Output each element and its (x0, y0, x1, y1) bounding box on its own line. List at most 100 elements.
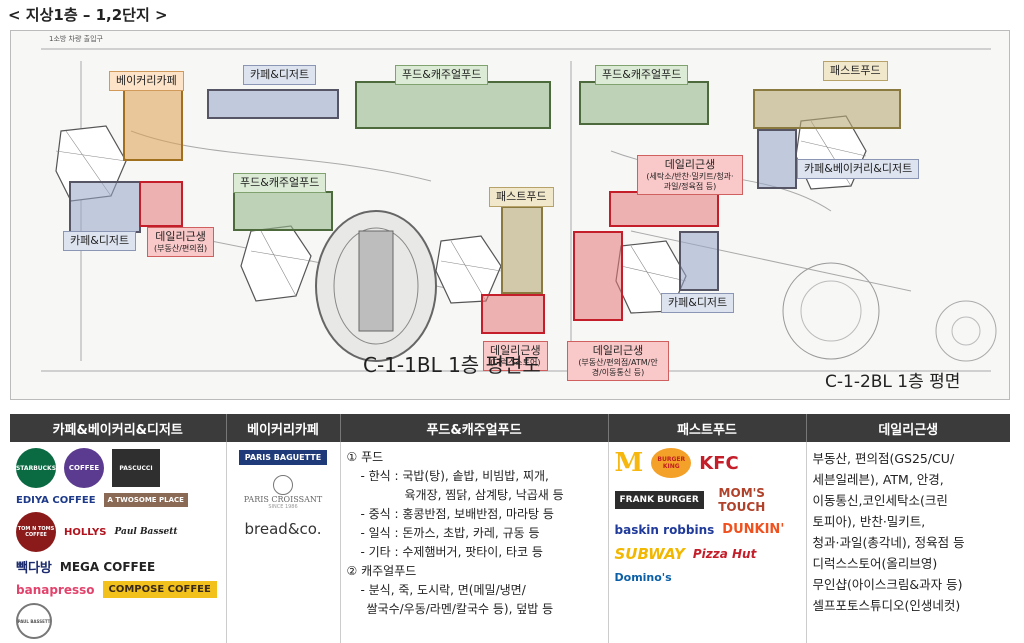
label-food-court-1: 푸드&캐주얼푸드 (395, 65, 489, 85)
legend-food-cell: ① 푸드 - 한식 : 국밥(탕), 솥밥, 비빔밥, 찌개, 육개장, 찜닭,… (340, 442, 609, 643)
daily-right-top-title: 데일리근생 (664, 158, 716, 171)
zone-fast-food-center (501, 206, 543, 294)
frank-burger-logo: FRANK BURGER (614, 491, 704, 509)
zone-cafe-dessert-top (207, 89, 339, 119)
label-fast-food-center: 패스트푸드 (489, 187, 554, 207)
pc-mark-icon (273, 475, 293, 495)
subway-logo: SUBWAY (614, 545, 685, 563)
tomntoms-logo: TOM N TOMS COFFEE (16, 512, 56, 552)
burger-king-logo: BURGER KING (651, 448, 692, 478)
baskin-robbins-logo: baskin robbins (614, 522, 715, 537)
daily-right-top-sub: (세탁소/반찬·밀키트/청과·과일/정육점 등) (646, 172, 734, 191)
hollys-logo: HOLLYS (64, 526, 107, 538)
daily-left-sub: (부동산/편의점) (154, 244, 208, 253)
daily-center-title: 데일리근생 (490, 344, 541, 357)
label-cafe-dessert-left: 카페&디저트 (63, 231, 137, 251)
legend-table: 카페&베이커리&디저트 베이커리카페 푸드&캐주얼푸드 패스트푸드 데일리근생 … (10, 414, 1010, 643)
legend-header-daily: 데일리근생 (806, 414, 1010, 442)
paul-bassett-script-logo: Paul Bassett (114, 527, 178, 537)
legend-header-food: 푸드&캐주얼푸드 (340, 414, 609, 442)
label-bakery-cafe: 베이커리카페 (109, 71, 184, 91)
label-cafe-bakery-dessert: 카페&베이커리&디저트 (797, 159, 920, 179)
zone-bakery-cafe (123, 89, 183, 161)
food-line-5: - 일식 : 돈까스, 초밥, 카레, 규동 등 (360, 526, 540, 540)
daily-line-7: 무인샵(아이스크림&과자 등) (812, 577, 963, 592)
bread-and-co-logo: bread&co. (244, 520, 322, 538)
pizza-hut-logo: Pizza Hut (692, 547, 757, 561)
zone-fast-food-right (753, 89, 901, 129)
compose-coffee-logo: COMPOSE COFFEE (102, 581, 217, 598)
daily-line-3: 이동통신,코인세탁소(크린 (812, 493, 948, 508)
label-daily-right-bottom: 데일리근생 (부동산/편의점/ATM/안경/이동통신 등) (567, 341, 669, 381)
banapresso-logo: banapresso (16, 582, 95, 597)
label-food-court-3: 푸드&캐주얼푸드 (233, 173, 327, 193)
food-line-9: 쌀국수/우동/라멘/칼국수 등), 덮밥 등 (366, 602, 554, 616)
daily-line-2: 세븐일레븐), ATM, 안경, (812, 472, 944, 487)
paris-croissant-since: SINCE 1986 (268, 504, 298, 510)
food-line-8: - 분식, 죽, 도시락, 면(메밀/냉면/ (360, 583, 526, 597)
food-line-1: ① 푸드 (346, 450, 384, 464)
dominos-logo: Domino's (614, 571, 672, 584)
ediya-logo: EDIYA COFFEE (16, 494, 96, 506)
legend-header-bakery: 베이커리카페 (226, 414, 341, 442)
food-line-4: - 중식 : 홍콩반점, 보배반점, 마라탕 등 (360, 507, 554, 521)
paris-croissant-logo: PARIS CROISSANT SINCE 1986 (244, 475, 322, 510)
paul-bassett-seal-logo: PAUL BASSETT (16, 603, 52, 639)
daily-left-title: 데일리근생 (155, 230, 206, 243)
fire-access-note: 1소방 차량 출입구 (49, 35, 103, 43)
kfc-logo: KFC (699, 452, 739, 474)
label-cafe-dessert-right: 카페&디저트 (661, 293, 735, 313)
daily-right-bottom-title: 데일리근생 (592, 344, 644, 357)
bl-right-caption: C-1-2BL 1층 평면 (825, 372, 961, 392)
food-line-6: - 기타 : 수제햄버거, 팟타이, 타코 등 (360, 545, 543, 559)
zone-food-court-1 (355, 81, 551, 129)
zone-daily-right-bottom (573, 231, 623, 321)
zone-cafe-dessert-right (679, 231, 719, 291)
paik-logo: 빽다방 (16, 561, 52, 576)
starbucks-logo: STARBUCKS (16, 448, 56, 488)
moms-touch-logo: MOM'S TOUCH (718, 486, 766, 514)
label-daily-left: 데일리근생 (부동산/편의점) (147, 227, 215, 257)
pascucci-logo: PASCUCCI (112, 449, 160, 487)
mega-coffee-logo: MEGA COFFEE (59, 559, 156, 574)
daily-line-5: 청과·과일(총각네), 정육점 등 (812, 535, 965, 550)
daily-center-sub: (디럭스스토어) (490, 358, 541, 367)
twosome-logo: A TWOSOME PLACE (103, 493, 188, 507)
legend-cafe-cell: STARBUCKS COFFEE PASCUCCI EDIYA COFFEE A… (10, 442, 227, 643)
food-line-2: - 한식 : 국밥(탕), 솥밥, 비빔밥, 찌개, (360, 469, 549, 483)
daily-right-bottom-sub: (부동산/편의점/ATM/안경/이동통신 등) (578, 358, 658, 377)
zone-food-court-3 (233, 191, 333, 231)
coffee-bean-logo: COFFEE (64, 448, 104, 488)
legend-bakery-cell: PARIS BAGUETTE PARIS CROISSANT SINCE 198… (226, 442, 341, 643)
food-line-7: ② 캐주얼푸드 (346, 564, 417, 578)
legend-header-fast: 패스트푸드 (608, 414, 807, 442)
dunkin-logo: DUNKIN' (722, 522, 785, 537)
label-cafe-dessert-top: 카페&디저트 (243, 65, 317, 85)
label-daily-center: 데일리근생 (디럭스스토어) (483, 341, 548, 371)
daily-line-4: 토피아), 반찬·밀키트, (812, 514, 926, 529)
zone-cafe-bakery-dessert (757, 129, 797, 189)
paris-baguette-logo: PARIS BAGUETTE (238, 450, 328, 465)
plan-background (41, 48, 997, 372)
zone-food-court-2 (579, 81, 709, 125)
paris-croissant-text: PARIS CROISSANT (243, 495, 323, 504)
label-food-court-2: 푸드&캐주얼푸드 (595, 65, 689, 85)
zone-daily-right-top (609, 191, 719, 227)
zone-daily-center (481, 294, 545, 334)
daily-line-1: 부동산, 편의점(GS25/CU/ (812, 451, 955, 466)
daily-line-6: 디럭스스토어(올리브영) (812, 556, 938, 571)
page-title: < 지상1층 – 1,2단지 > (8, 6, 168, 24)
label-daily-right-top: 데일리근생 (세탁소/반찬·밀키트/청과·과일/정육점 등) (637, 155, 743, 195)
label-fast-food-right: 패스트푸드 (823, 61, 888, 81)
legend-daily-cell: 부동산, 편의점(GS25/CU/ 세븐일레븐), ATM, 안경, 이동통신,… (806, 442, 1010, 643)
bl-left-caption: C-1-1BL 1층 평면도 (363, 353, 541, 377)
zone-daily-left (139, 181, 183, 227)
food-line-3: 육개장, 찜닭, 삼계탕, 낙곱새 등 (404, 488, 564, 502)
legend-header-cafe: 카페&베이커리&디저트 (10, 414, 227, 442)
daily-line-8: 셀프포토스튜디오(인생네컷) (812, 598, 961, 613)
floor-plan: 1소방 차량 출입구 베이커리카페 카페&디저트 푸드&캐주얼푸드 푸드&캐주얼… (10, 30, 1010, 400)
mcdonalds-logo: M (614, 448, 644, 478)
zone-cafe-dessert-left (69, 181, 141, 233)
legend-fast-cell: M BURGER KING KFC FRANK BURGER MOM'S TOU… (608, 442, 807, 643)
